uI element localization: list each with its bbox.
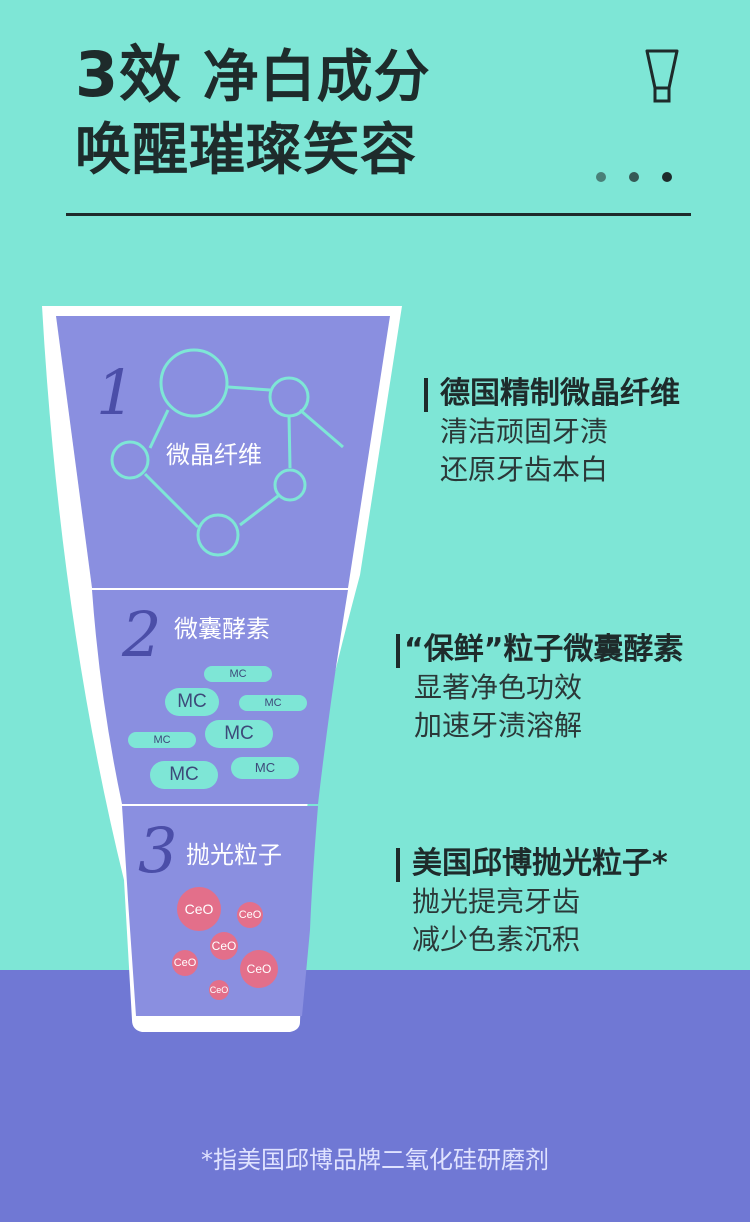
ceo-particle: CeO [209, 980, 229, 1000]
dot-2 [629, 172, 639, 182]
feature-line: 抛光提亮牙齿 [412, 885, 581, 918]
footnote: *指美国邱博品牌二氧化硅研磨剂 [201, 1146, 549, 1174]
title-divider [66, 213, 691, 216]
segment-2-label: 微囊酵素 [174, 615, 270, 643]
feature-heading: 美国邱博抛光粒子* [412, 846, 668, 881]
mc-capsule: MC [204, 666, 272, 682]
molecule-network-icon [110, 348, 344, 557]
feature-heading: 德国精制微晶纤维 [440, 376, 680, 411]
mc-capsule: MC [128, 732, 196, 748]
segment-2-number: 2 [122, 598, 162, 671]
feature-line: 清洁顽固牙渍 [440, 415, 609, 448]
feature-bar [396, 848, 400, 882]
ceo-particle: CeO [177, 887, 221, 931]
ceo-particle: CeO [237, 902, 263, 928]
feature-bar [396, 634, 400, 668]
segment-1-label: 微晶纤维 [166, 441, 262, 469]
toothpaste-tube-icon [645, 49, 679, 103]
segment-1-number: 1 [96, 356, 136, 429]
feature-line: 加速牙渍溶解 [414, 709, 583, 742]
title-number: 3效 [75, 38, 183, 111]
feature-heading: “保鲜”粒子微囊酵素 [404, 632, 684, 667]
mc-capsule: MC [231, 757, 299, 779]
feature-bar [424, 378, 428, 412]
mc-capsule: MC [165, 688, 219, 716]
page-title-line2: 唤醒璀璨笑容 [75, 118, 417, 183]
ceo-particle: CeO [240, 950, 278, 988]
feature-line: 还原牙齿本白 [440, 453, 609, 486]
three-dots-icon [596, 172, 680, 184]
mc-capsule: MC [205, 720, 273, 748]
purple-footer-band [0, 970, 750, 1222]
title-line1-text: 净白成分 [182, 45, 431, 110]
page-title-line1: 3效 净白成分 [75, 42, 431, 111]
ceo-particle: CeO [210, 932, 238, 960]
mc-capsule: MC [150, 761, 218, 789]
feature-line: 减少色素沉积 [412, 923, 581, 956]
segment-3-label: 抛光粒子 [186, 841, 282, 869]
mc-capsule: MC [239, 695, 307, 711]
segment-3-number: 3 [138, 814, 178, 887]
dot-3 [662, 172, 672, 182]
ceo-particle: CeO [172, 950, 198, 976]
dot-1 [596, 172, 606, 182]
feature-line: 显著净色功效 [414, 671, 583, 704]
